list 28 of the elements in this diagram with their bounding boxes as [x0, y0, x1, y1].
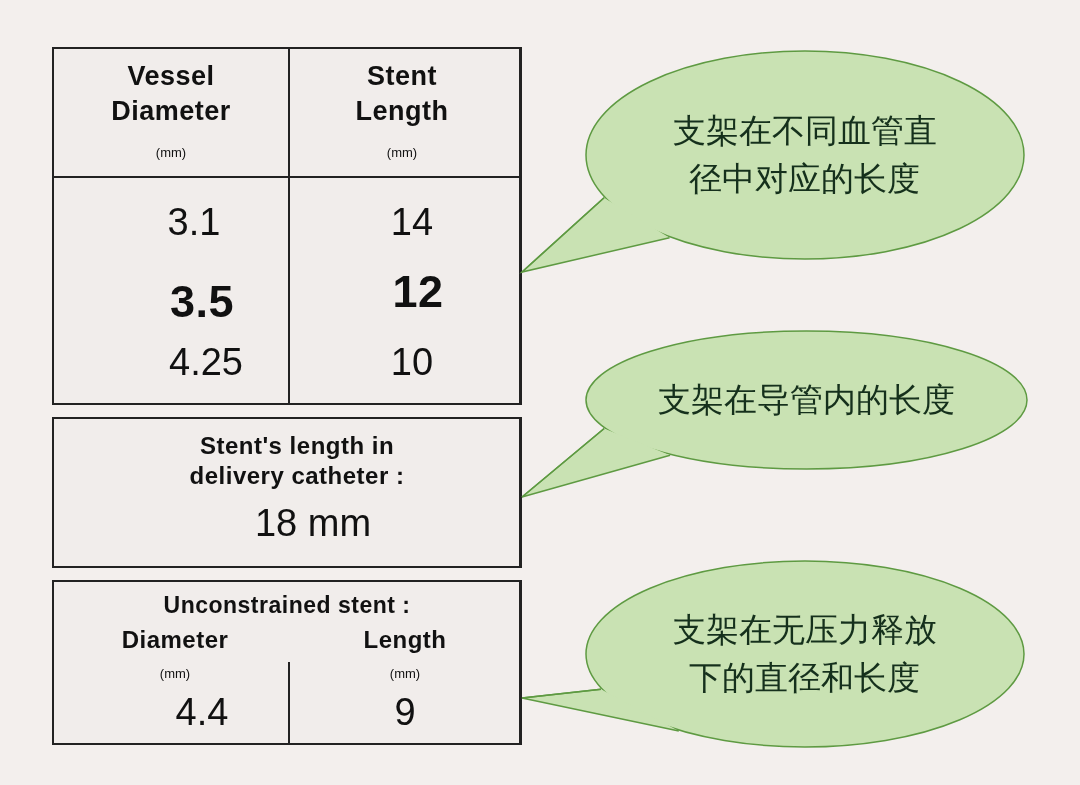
speech-bubble [585, 50, 1025, 260]
panel-heading: Unconstrained stent : [162, 592, 412, 620]
table-value: 12 [391, 265, 445, 319]
table-value: 9 [393, 690, 417, 735]
unit-label: (mm) [385, 145, 419, 161]
panel-heading: Stent's length in delivery catheter : [188, 431, 406, 491]
table-value: 4.4 [174, 690, 230, 735]
table-value: 10 [389, 340, 435, 385]
column-header: Diameter [120, 626, 230, 655]
callout-text: 支架在不同血管直径中对应的长度 [672, 110, 938, 200]
callout-text: 支架在无压力释放下的直径和长度 [672, 609, 938, 699]
table-value: 14 [389, 200, 435, 245]
spec-panel [52, 47, 522, 405]
table-value: 3.5 [168, 275, 236, 329]
column-header: Vessel Diameter [110, 60, 232, 129]
unit-label: (mm) [388, 666, 422, 682]
unit-label: (mm) [158, 666, 192, 682]
leader-line [521, 688, 602, 699]
callout-text: 支架在导管内的长度 [658, 379, 955, 422]
column-header: Stent Length [354, 60, 450, 129]
table-value: 4.25 [168, 340, 244, 385]
unit-label: (mm) [154, 145, 188, 161]
table-value: 3.1 [166, 200, 222, 245]
table-value: 18 mm [253, 501, 373, 546]
leader-line [521, 196, 605, 273]
spec-panel [52, 417, 522, 568]
spec-panel [52, 580, 522, 745]
column-header: Length [362, 626, 448, 655]
